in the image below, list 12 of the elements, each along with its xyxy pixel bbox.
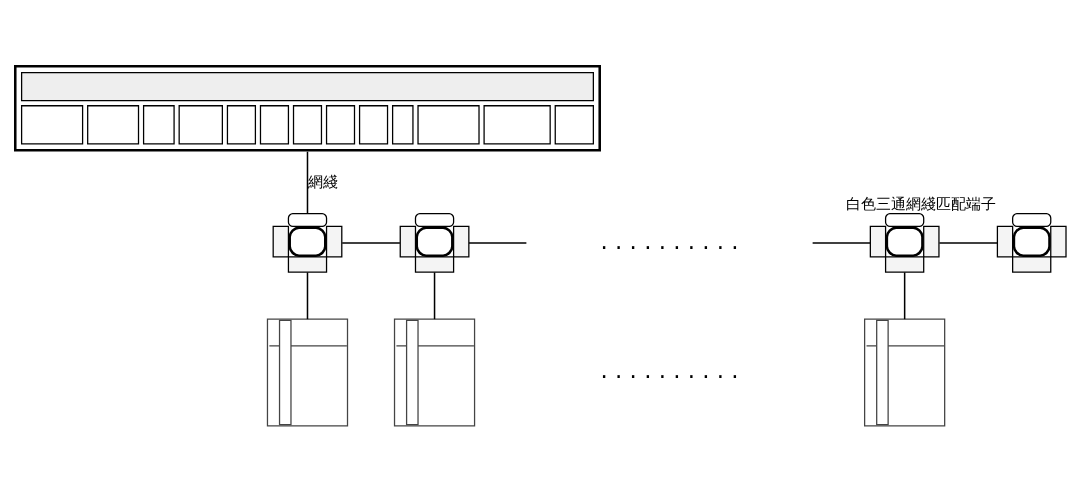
connector <box>903 271 906 320</box>
connector <box>341 242 401 244</box>
label: . . . . . . . . . . <box>600 357 739 384</box>
connector <box>811 242 871 244</box>
edge-label: 網綫 <box>308 172 339 191</box>
node-label: 白色三通網綫匹配端子 <box>845 195 996 214</box>
connector <box>938 242 998 244</box>
connector <box>306 150 309 215</box>
connector <box>306 271 309 320</box>
connector <box>468 242 528 244</box>
connector <box>433 271 436 320</box>
label: . . . . . . . . . . <box>600 227 739 254</box>
